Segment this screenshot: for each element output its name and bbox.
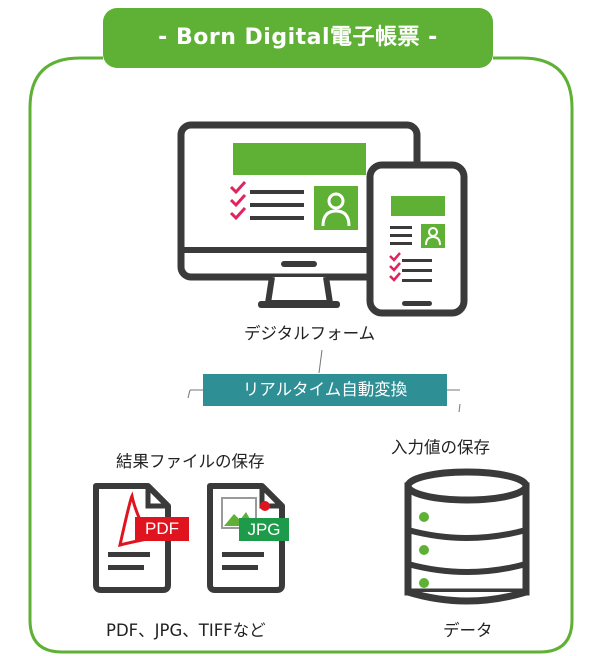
save-result-file-label: 結果ファイルの保存	[116, 452, 265, 471]
title-banner	[103, 8, 493, 68]
page-title: - Born Digital電子帳票 -	[158, 25, 438, 50]
save-input-value-label: 入力値の保存	[391, 438, 490, 457]
conversion-label: リアルタイム自動変換	[242, 380, 408, 399]
data-label: データ	[443, 621, 493, 640]
jpg-badge-label: JPG	[247, 520, 281, 539]
conversion-box	[203, 374, 447, 406]
pdf-badge-label: PDF	[145, 519, 179, 538]
digital-form-label: デジタルフォーム	[244, 324, 376, 343]
formats-label: PDF、JPG、TIFFなど	[106, 621, 266, 640]
